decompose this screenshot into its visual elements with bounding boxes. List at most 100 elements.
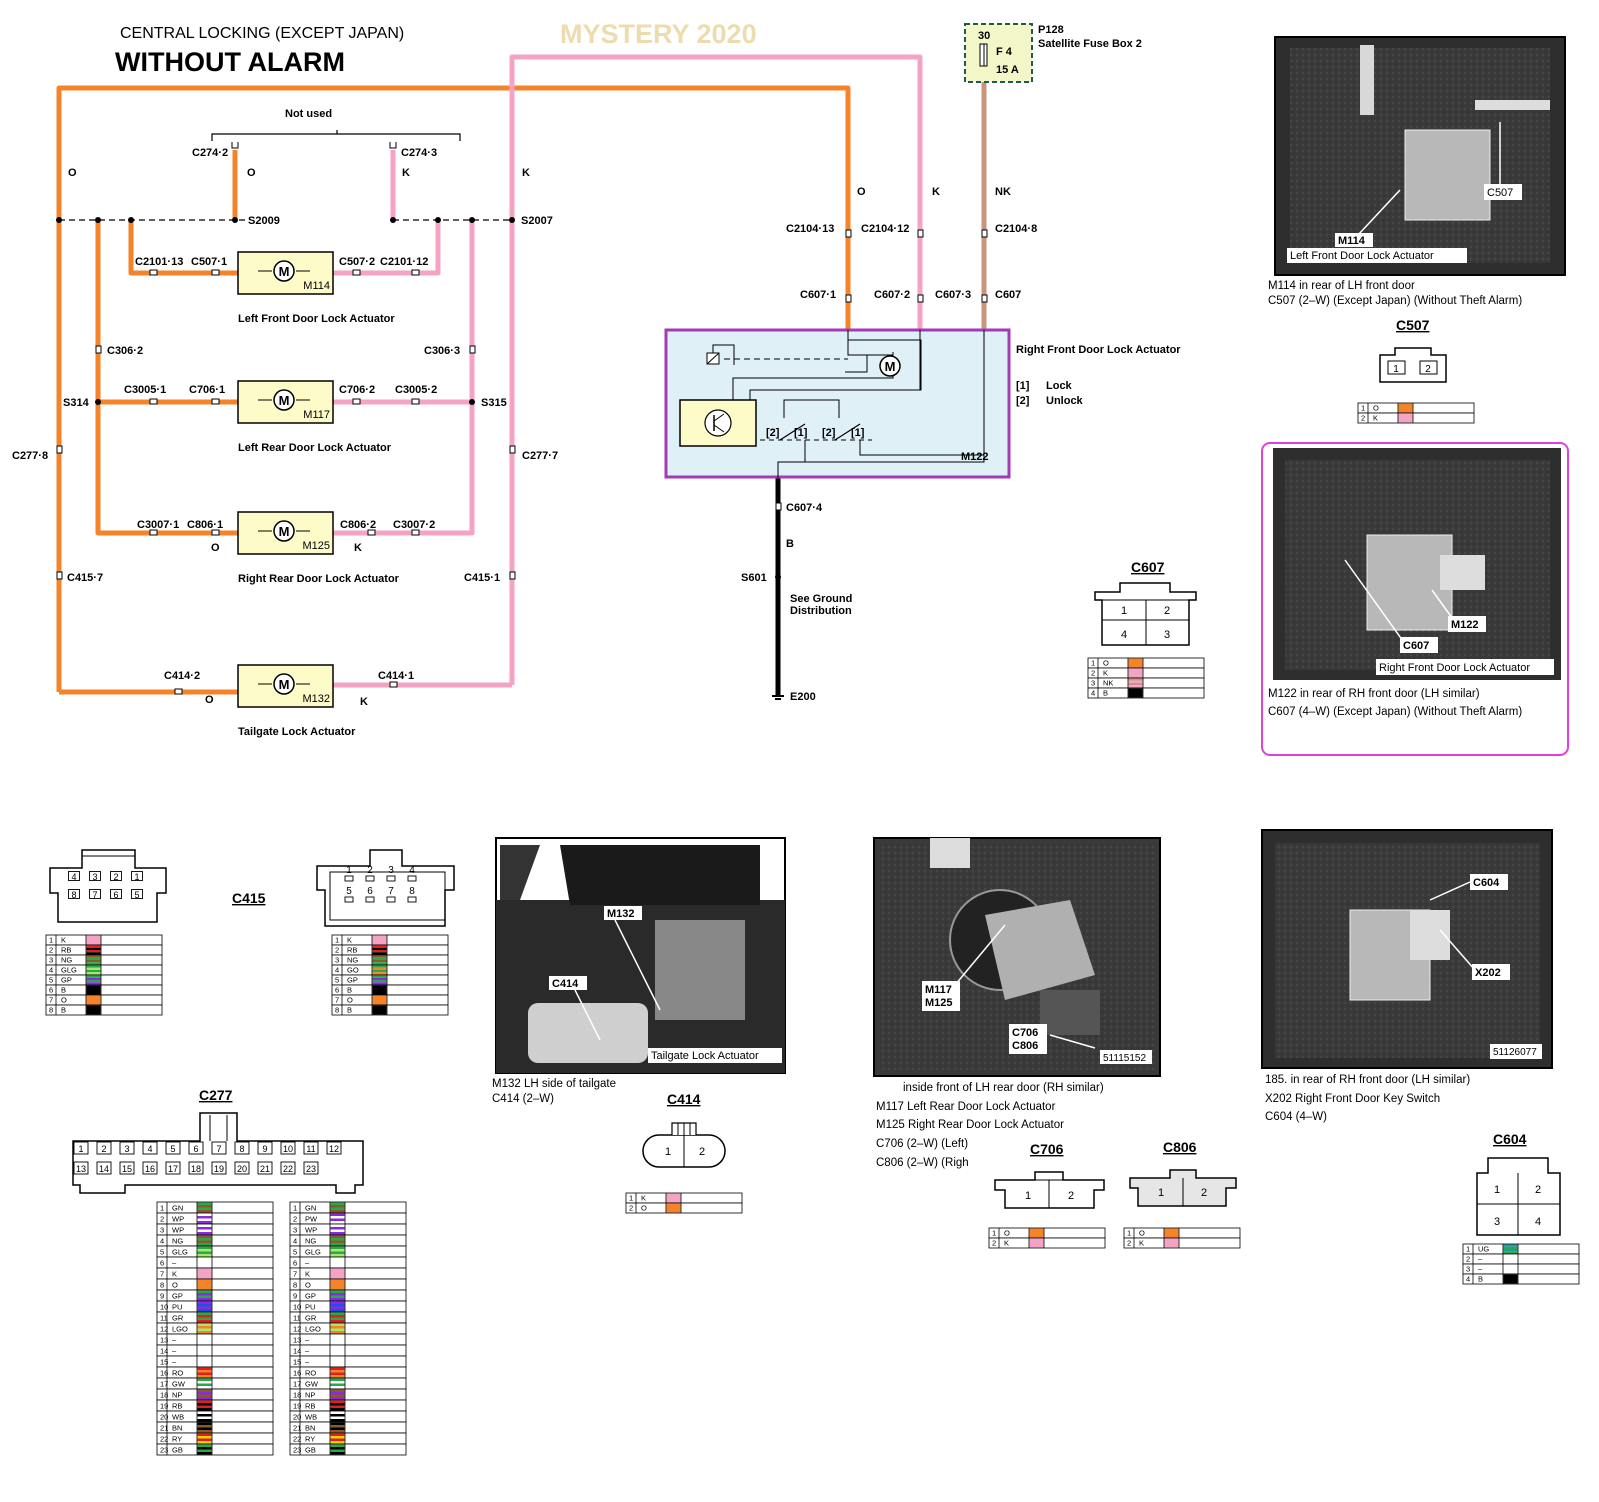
wire-color-code: LGO (172, 1325, 188, 1334)
connector-c415a (49, 849, 167, 923)
wire-color-code: K (172, 1270, 177, 1279)
transistor-icon (704, 409, 732, 437)
diagram-subtitle: CENTRAL LOCKING (EXCEPT JAPAN) (120, 25, 404, 42)
diagram-title: WITHOUT ALARM (115, 47, 345, 77)
component-code: M117 (303, 409, 330, 421)
pin-number: 4 (49, 966, 53, 975)
pin-cell: 13 (73, 1161, 89, 1175)
pin-number: 2 (1466, 1255, 1470, 1264)
photo-callout: M122 (1451, 619, 1479, 631)
photo-callout: C607 (1403, 640, 1429, 652)
svg-text:Unlock: Unlock (1046, 395, 1084, 407)
connector-title-c415: C415 (232, 890, 266, 906)
svg-text:C277·8: C277·8 (12, 450, 48, 462)
svg-text:S2009: S2009 (248, 215, 280, 227)
wire-color-swatch (197, 1433, 212, 1444)
svg-text:M: M (279, 393, 290, 408)
wire-color-swatch (86, 965, 101, 975)
pin-number: 16 (145, 1164, 155, 1174)
ground-note: See Ground (790, 593, 852, 605)
svg-text:2: 2 (1068, 1190, 1074, 1202)
photo-callout: C507 (1487, 187, 1513, 199)
wire-color-swatch (1503, 1244, 1518, 1254)
pin-cell: 3 (386, 865, 396, 882)
wire-color-swatch (86, 995, 101, 1005)
pin-number: 7 (388, 886, 394, 897)
wire-color-code: PW (305, 1215, 318, 1224)
connector-c604: C604 1 2 3 4 (1476, 1131, 1561, 1236)
pin-cell: 2 (110, 871, 122, 882)
svg-text:S314: S314 (63, 397, 90, 409)
pin-cell: 7 (89, 889, 101, 900)
wire-k-m117 (333, 220, 475, 405)
pin-number: 6 (335, 986, 339, 995)
wire-color-code: – (172, 1358, 177, 1367)
wire-color-code: RO (305, 1369, 316, 1378)
wire-color-code: B (347, 986, 352, 995)
fuse-pin: 30 (978, 30, 990, 42)
svg-text:C3005·1: C3005·1 (124, 384, 166, 396)
pin-cell: 8 (234, 1141, 250, 1155)
wire-color-code: O (1139, 1229, 1145, 1238)
pin-number: 4 (335, 966, 339, 975)
wire-color-code: – (172, 1259, 177, 1268)
pin-number: 19 (160, 1402, 168, 1411)
wire-color-code: PU (305, 1303, 315, 1312)
wire-color-code: BN (305, 1424, 315, 1433)
pin-number: 11 (306, 1144, 315, 1154)
svg-text:4: 4 (1121, 629, 1127, 641)
wire-color-swatch (372, 945, 387, 955)
svg-text:1: 1 (1025, 1190, 1031, 1202)
wire-k-main (509, 54, 923, 685)
photo-caption: M125 Right Rear Door Lock Actuator (876, 1119, 1064, 1131)
pin-cell: 17 (165, 1161, 181, 1175)
pin-number: 1 (335, 936, 339, 945)
pin-number: 12 (160, 1325, 168, 1334)
component-code: M125 (302, 540, 330, 552)
wire-color-swatch (197, 1378, 212, 1389)
pin-number: 2 (1091, 669, 1095, 678)
photo-m114: C507 M114 Left Front Door Lock Actuator … (1268, 36, 1566, 307)
pin-table-row: 6– (156, 1256, 274, 1269)
wire-color-swatch (1503, 1274, 1518, 1284)
pin-number: 15 (293, 1358, 301, 1367)
wire-color-code: B (347, 1006, 352, 1015)
pin-number: 3 (1091, 679, 1095, 688)
pin-table-row: 15– (289, 1355, 407, 1368)
wire-color-code: NG (305, 1237, 316, 1246)
pin-number: 6 (367, 886, 373, 897)
wire-color-code: O (1103, 659, 1109, 668)
svg-text:C2104·8: C2104·8 (995, 223, 1037, 235)
svg-text:C306·3: C306·3 (424, 345, 460, 357)
pin-number: 22 (293, 1435, 301, 1444)
wire-color-swatch (372, 995, 387, 1005)
motor-icon (273, 389, 295, 411)
wire-color-code: UG (1478, 1245, 1489, 1254)
wire-color-swatch (330, 1411, 345, 1422)
connector-title: C277 (199, 1087, 233, 1103)
photo-callout: C806 (1012, 1040, 1038, 1052)
pin-number: 20 (237, 1164, 247, 1174)
connector-title: C607 (1131, 559, 1165, 575)
pin-number: 7 (49, 996, 53, 1005)
pin-number: 6 (49, 986, 53, 995)
wire-color-swatch (197, 1290, 212, 1301)
wire-color-code: – (305, 1358, 310, 1367)
pin-number: 10 (283, 1144, 293, 1154)
